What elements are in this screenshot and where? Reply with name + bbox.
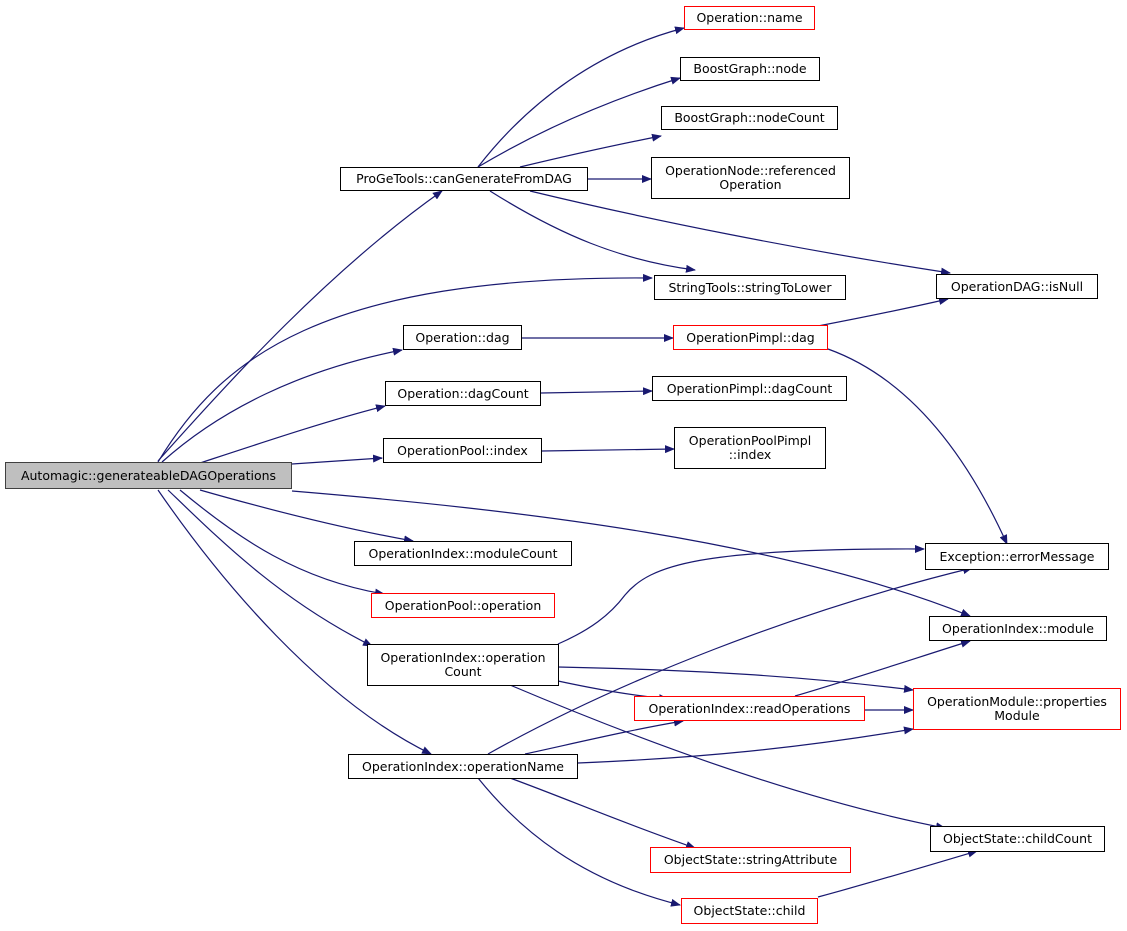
node-boostgraph-nodecount[interactable]: BoostGraph::nodeCount <box>661 106 838 130</box>
node-label-line2: Count <box>444 664 482 679</box>
node-label: OperationIndex::moduleCount <box>368 545 558 561</box>
node-label-line2: Operation <box>719 177 782 192</box>
edge-root-to-op-dagcount <box>199 404 386 464</box>
edge-can-generate-to-dag-isnull <box>529 190 951 276</box>
node-operationnode-referenced-operation[interactable]: OperationNode::referenced Operation <box>651 157 850 199</box>
node-label-line1: OperationNode::referenced <box>665 163 836 178</box>
node-label: OperationPool::operation <box>384 597 542 613</box>
edge-root-to-string-to-lower <box>157 273 653 463</box>
node-label-line1: OperationModule::properties <box>927 694 1107 709</box>
node-label: OperationPimpl::dag <box>686 329 815 345</box>
node-objectstate-childcount[interactable]: ObjectState::childCount <box>930 826 1105 852</box>
node-operation-dag[interactable]: Operation::dag <box>403 325 522 350</box>
node-label: Operation::dagCount <box>397 385 529 401</box>
edge-idx-opname-to-read-ops <box>524 718 684 755</box>
edge-idx-opname-to-props-module <box>577 726 914 764</box>
edge-pimpl-dag-to-dag-isnull <box>817 297 949 327</box>
node-label: ObjectState::child <box>693 903 806 918</box>
node-label: OperationPimpl::dagCount <box>666 380 833 396</box>
edge-pool-index-to-poolpimpl-index <box>541 445 675 454</box>
node-label-line2: ::index <box>728 447 772 462</box>
node-label: OperationIndex::readOperations <box>648 700 851 716</box>
node-label: Exception::errorMessage <box>939 548 1095 564</box>
edge-root-to-can-generate <box>157 190 443 462</box>
node-operationpoolpimpl-index[interactable]: OperationPoolPimpl ::index <box>674 427 826 469</box>
node-label: OperationPool::index <box>397 442 528 458</box>
node-label-line1: OperationIndex::operation <box>380 650 546 665</box>
node-label: Operation::dag <box>415 329 510 345</box>
node-operationindex-operationcount[interactable]: OperationIndex::operation Count <box>367 644 559 686</box>
node-label-line2: Module <box>994 708 1040 723</box>
node-operationmodule-propertiesmodule[interactable]: OperationModule::properties Module <box>913 688 1121 730</box>
node-label: Operation::name <box>696 10 803 25</box>
edge-idx-opname-to-string-attr <box>509 777 696 849</box>
edge-root-to-idx-module <box>291 490 971 617</box>
root-function-node: Automagic::generateableDAGOperations <box>5 462 292 489</box>
node-label: ObjectState::stringAttribute <box>663 852 838 867</box>
edge-root-to-pool-operation <box>179 489 385 597</box>
edge-pimpl-dag-to-error-message <box>827 348 1008 545</box>
edge-root-to-idx-opcount <box>167 489 373 647</box>
edge-idx-opcount-to-props-module <box>557 666 914 693</box>
edge-idx-opname-to-obj-child <box>477 777 681 907</box>
node-operationindex-readoperations[interactable]: OperationIndex::readOperations <box>634 696 865 721</box>
node-operationpool-index[interactable]: OperationPool::index <box>383 438 542 463</box>
edge-root-to-pool-index <box>291 454 383 465</box>
node-operationdag-isnull[interactable]: OperationDAG::isNull <box>936 274 1098 299</box>
root-function-label: Automagic::generateableDAGOperations <box>20 467 277 483</box>
node-operation-dagcount[interactable]: Operation::dagCount <box>385 381 541 406</box>
node-boostgraph-node[interactable]: BoostGraph::node <box>680 57 820 81</box>
edge-can-generate-to-op-name <box>477 26 685 168</box>
edge-op-dagcount-to-pimpl-dagcount <box>540 387 653 396</box>
edge-can-generate-to-bg-nodecount <box>519 133 662 168</box>
node-can-generate-from-dag[interactable]: ProGeTools::canGenerateFromDAG <box>340 167 588 191</box>
node-operationpimpl-dag[interactable]: OperationPimpl::dag <box>673 325 828 350</box>
node-label: OperationIndex::module <box>942 620 1094 636</box>
node-label-line1: OperationPoolPimpl <box>688 433 812 448</box>
edge-idx-opcount-to-error-message <box>557 544 925 645</box>
node-objectstate-child[interactable]: ObjectState::child <box>681 898 818 924</box>
edge-root-to-op-dag <box>161 347 403 463</box>
node-label: ObjectState::childCount <box>942 831 1093 846</box>
node-label: BoostGraph::node <box>693 61 807 76</box>
edge-idx-opname-to-error-message <box>487 566 973 755</box>
edge-read-ops-to-idx-module <box>794 639 971 697</box>
node-label: BoostGraph::nodeCount <box>674 110 825 125</box>
edge-root-to-idx-opname <box>157 489 432 755</box>
edge-root-to-idx-modulecount <box>199 489 414 544</box>
node-operationpool-operation[interactable]: OperationPool::operation <box>371 593 555 618</box>
node-operationindex-module[interactable]: OperationIndex::module <box>929 616 1107 641</box>
node-label: OperationDAG::isNull <box>950 278 1084 294</box>
node-operationpimpl-dagcount[interactable]: OperationPimpl::dagCount <box>652 376 847 401</box>
node-exception-errormessage[interactable]: Exception::errorMessage <box>925 543 1109 570</box>
node-objectstate-stringattribute[interactable]: ObjectState::stringAttribute <box>650 847 851 873</box>
node-operation-name[interactable]: Operation::name <box>684 6 815 30</box>
node-label: ProGeTools::canGenerateFromDAG <box>356 171 572 186</box>
node-label: OperationIndex::operationName <box>362 758 564 774</box>
edge-idx-opcount-to-child-count <box>509 684 946 831</box>
edge-can-generate-to-string-to-lower <box>489 190 696 273</box>
node-operationindex-modulecount[interactable]: OperationIndex::moduleCount <box>354 541 572 566</box>
node-stringtools-stringtolower[interactable]: StringTools::stringToLower <box>654 275 846 300</box>
edge-obj-child-to-child-count <box>817 849 978 898</box>
edge-can-generate-to-bg-node <box>477 76 681 168</box>
node-operationindex-operationname[interactable]: OperationIndex::operationName <box>348 754 578 779</box>
node-label: StringTools::stringToLower <box>668 279 832 295</box>
